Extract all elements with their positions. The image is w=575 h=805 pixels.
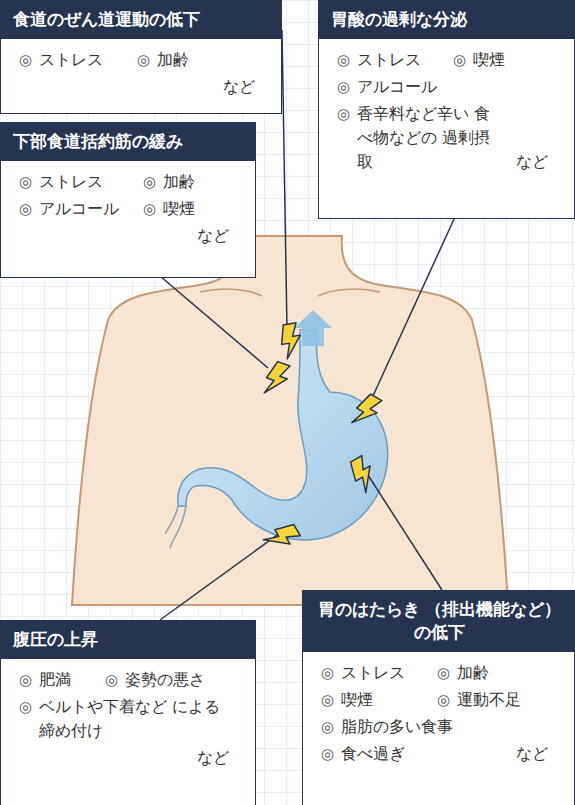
callout-box: 腹圧の上昇肥満姿勢の悪さベルトや下着など による締め付けなど — [0, 620, 256, 805]
cause-item: 加齢 — [437, 661, 557, 685]
cause-item: ベルトや下着など による締め付け — [19, 695, 234, 743]
cause-item: 加齢 — [137, 48, 255, 72]
etc-note: など — [223, 75, 269, 99]
callout-box: 食道のぜん道運動の低下ストレス加齢など — [0, 0, 282, 114]
cause-item: 脂肪の多い食事 — [321, 715, 541, 739]
etc-note: など — [516, 150, 562, 174]
torso — [72, 236, 508, 605]
cause-item: 加齢 — [143, 170, 243, 194]
cause-item: 喫煙 — [321, 688, 437, 712]
callout-box: 胃酸の過剰な分泌ストレス喫煙アルコール香辛料など辛い 食べ物などの 過剰摂取など — [318, 0, 575, 219]
box-heading: 腹圧の上昇 — [1, 621, 255, 659]
lightning-bolts — [261, 322, 383, 554]
callout-box: 下部食道括約筋の緩みストレス加齢アルコール喫煙など — [0, 122, 256, 278]
lightning-bolt — [349, 392, 383, 431]
cause-item: ストレス — [321, 661, 437, 685]
box-body: ストレス加齢喫煙運動不足脂肪の多い食事食べ過ぎ など — [303, 652, 574, 805]
etc-note: など — [516, 742, 562, 766]
stomach — [178, 330, 388, 540]
box-heading: 下部食道括約筋の緩み — [1, 123, 255, 161]
cause-item: 肥満 — [19, 668, 105, 692]
lightning-bolt — [346, 455, 380, 494]
box-body: ストレス加齢など — [1, 39, 281, 113]
cause-item: 姿勢の悪さ — [105, 668, 241, 692]
box-body: 肥満姿勢の悪さベルトや下着など による締め付けなど — [1, 659, 255, 805]
box-heading: 胃のはたらき （排出機能など）の低下 — [303, 591, 574, 652]
cause-item: 食べ過ぎ — [321, 742, 461, 766]
collarbone — [200, 289, 262, 296]
box-heading: 食道のぜん道運動の低下 — [1, 1, 281, 39]
cause-item: 運動不足 — [437, 688, 557, 712]
cause-item: アルコール — [19, 197, 143, 221]
duodenum — [165, 506, 178, 534]
cause-item: 喫煙 — [453, 48, 553, 72]
etc-note: など — [197, 746, 243, 770]
duodenum — [170, 506, 186, 548]
box-body: ストレス喫煙アルコール香辛料など辛い 食べ物などの 過剰摂取など — [319, 39, 574, 218]
lightning-bolt — [278, 322, 304, 359]
lightning-bolt — [261, 360, 291, 399]
lightning-bolt — [262, 520, 301, 554]
etc-note: など — [197, 224, 243, 248]
cause-item: ストレス — [19, 48, 137, 72]
callout-box: 胃のはたらき （排出機能など）の低下ストレス加齢喫煙運動不足脂肪の多い食事食べ過… — [302, 590, 575, 805]
cause-item: 喫煙 — [143, 197, 243, 221]
cause-item: ストレス — [19, 170, 143, 194]
reflux-arrow — [294, 310, 332, 346]
box-heading: 胃酸の過剰な分泌 — [319, 1, 574, 39]
collarbone — [318, 289, 380, 296]
cause-item: 香辛料など辛い 食べ物などの 過剰摂取 — [337, 102, 497, 174]
box-body: ストレス加齢アルコール喫煙など — [1, 161, 255, 277]
cause-item: アルコール — [337, 75, 547, 99]
cause-item: ストレス — [337, 48, 453, 72]
